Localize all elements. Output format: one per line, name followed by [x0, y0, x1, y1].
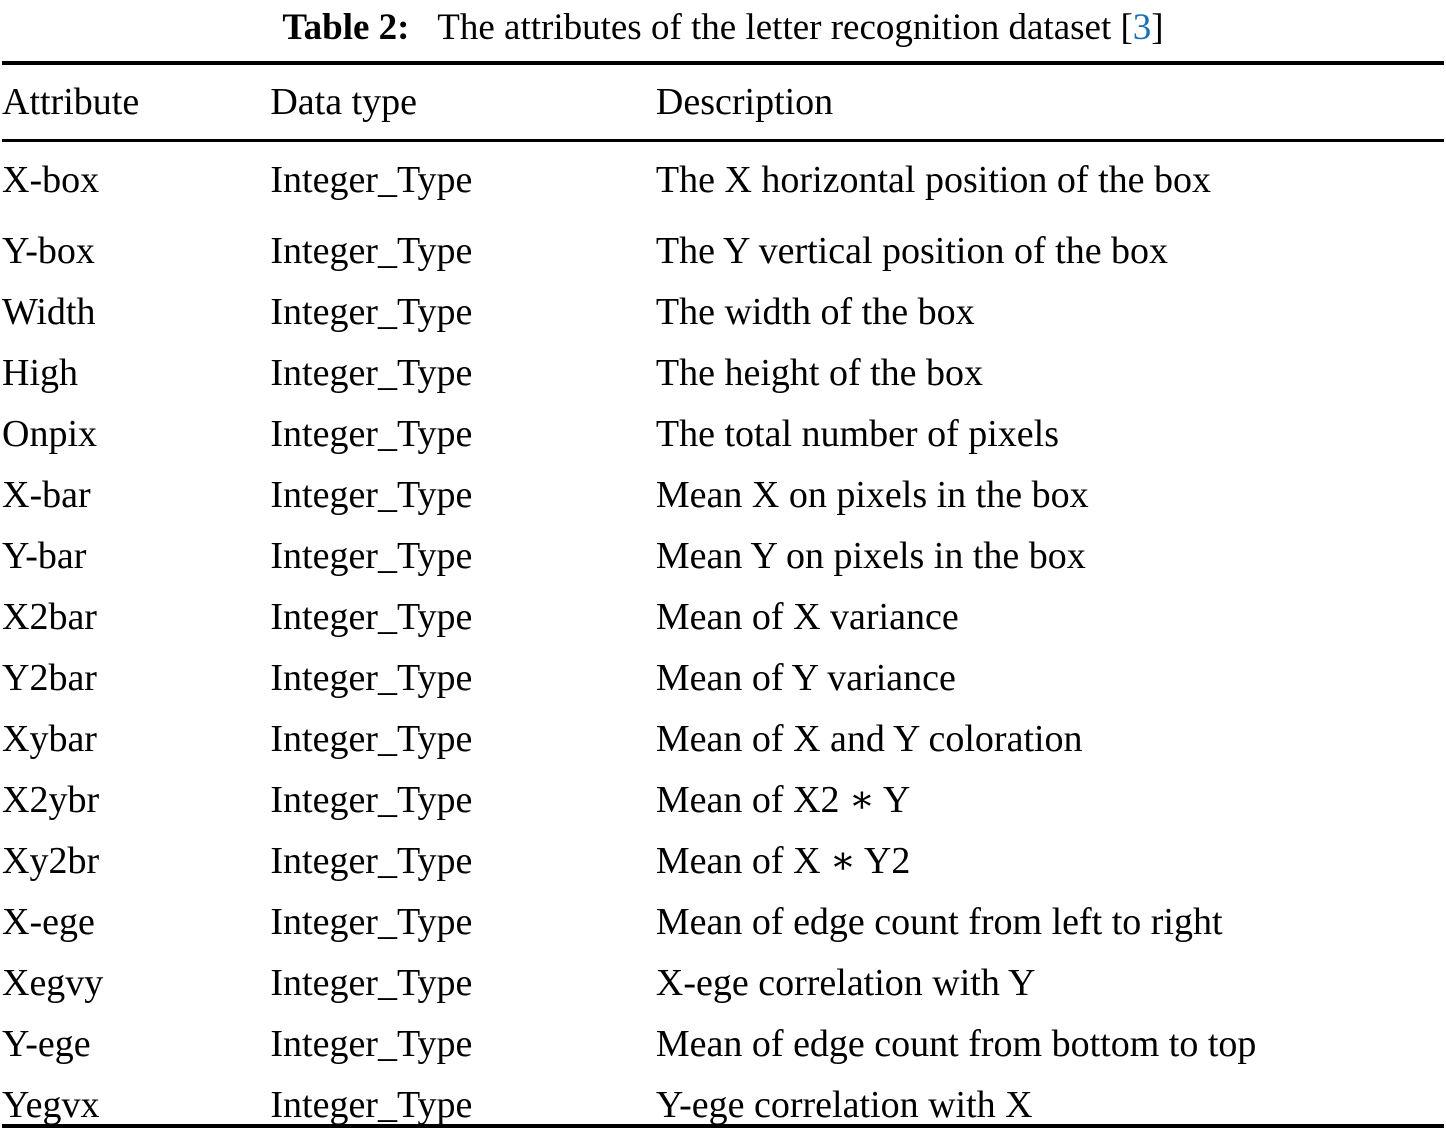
cell-data-type: Integer_Type: [270, 1023, 473, 1065]
table-row: Xybar Integer_Type Mean of X and Y colorat…: [0, 709, 1446, 770]
cell-data-type: Integer_Type: [270, 159, 473, 201]
cell-data-type: Integer_Type: [270, 291, 473, 333]
cell-attribute: Xegvy: [2, 962, 104, 1004]
citation-bracket-open: [: [1120, 7, 1133, 48]
cell-description: Mean Y on pixels in the box: [655, 535, 1086, 577]
cell-description: Y-ege correlation with X: [655, 1084, 1033, 1126]
table-row: X2bar Integer_Type Mean of X variance: [0, 587, 1446, 648]
cell-description: Mean of X and Y coloration: [655, 718, 1083, 760]
cell-attribute: X-bar: [2, 474, 91, 516]
cell-attribute: X2ybr: [2, 779, 100, 821]
citation-link-3[interactable]: 3: [1132, 7, 1152, 48]
cell-description: Mean of edge count from bottom to top: [655, 1023, 1257, 1065]
table-row: Width Integer_Type The width of the box: [0, 282, 1446, 343]
table-header: Attribute Data type Description: [0, 64, 1446, 140]
cell-description: Mean of edge count from left to right: [655, 901, 1223, 943]
table-row: Xy2br Integer_Type Mean of X ∗ Y2: [0, 831, 1446, 892]
table-header-row: Attribute Data type Description: [0, 64, 1446, 140]
column-header-description: Description: [655, 81, 834, 123]
cell-data-type: Integer_Type: [270, 840, 473, 882]
table-row: High Integer_Type The height of the box: [0, 343, 1446, 404]
table-rule-top: [2, 61, 1444, 65]
cell-data-type: Integer_Type: [270, 535, 473, 577]
table-rule-mid: [2, 139, 1444, 142]
cell-attribute: X2bar: [2, 596, 97, 638]
citation-bracket-close: ]: [1151, 7, 1164, 48]
table-rule-bottom: [2, 1124, 1444, 1128]
cell-data-type: Integer_Type: [270, 779, 473, 821]
table-row: Y-bar Integer_Type Mean Y on pixels in the…: [0, 526, 1446, 587]
cell-data-type: Integer_Type: [270, 718, 473, 760]
cell-attribute: Onpix: [2, 413, 97, 455]
cell-description: X-ege correlation with Y: [655, 962, 1036, 1004]
cell-data-type: Integer_Type: [270, 413, 473, 455]
table-row: Xegvy Integer_Type X-ege correlation with …: [0, 953, 1446, 1014]
cell-description: Mean of X variance: [655, 596, 959, 638]
column-header-attribute: Attribute: [2, 81, 140, 123]
cell-description: Mean X on pixels in the box: [655, 474, 1089, 516]
cell-attribute: Y-box: [2, 230, 95, 272]
table-caption: Table 2: The attributes of the letter re…: [0, 2, 1446, 54]
table-caption-label: Table 2:: [282, 7, 410, 48]
cell-attribute: Y2bar: [2, 657, 97, 699]
cell-description: The width of the box: [655, 291, 975, 333]
cell-data-type: Integer_Type: [270, 1084, 473, 1126]
cell-attribute: Xybar: [2, 718, 97, 760]
table-caption-text: The attributes of the letter recognition…: [437, 7, 1112, 48]
cell-attribute: X-box: [2, 159, 100, 201]
cell-attribute: Yegvx: [2, 1084, 100, 1126]
table-row: Y2bar Integer_Type Mean of Y variance: [0, 648, 1446, 709]
cell-data-type: Integer_Type: [270, 474, 473, 516]
table-row: X-bar Integer_Type Mean X on pixels in the…: [0, 465, 1446, 526]
cell-attribute: Width: [2, 291, 96, 333]
table-row: X-ege Integer_Type Mean of edge count from…: [0, 892, 1446, 953]
cell-data-type: Integer_Type: [270, 352, 473, 394]
table-row: X-box Integer_Type The X horizontal positi…: [0, 140, 1446, 221]
cell-data-type: Integer_Type: [270, 596, 473, 638]
cell-attribute: High: [2, 352, 78, 394]
column-header-data-type: Data type: [270, 81, 418, 123]
cell-description: The total number of pixels: [655, 413, 1060, 455]
cell-data-type: Integer_Type: [270, 657, 473, 699]
cell-description: Mean of Y variance: [655, 657, 956, 699]
cell-description: The height of the box: [655, 352, 984, 394]
cell-attribute: Y-bar: [2, 535, 87, 577]
table-row: Y-box Integer_Type The Y vertical position…: [0, 221, 1446, 282]
cell-description: Mean of X ∗ Y2: [655, 840, 911, 882]
cell-attribute: X-ege: [2, 901, 95, 943]
cell-description: The X horizontal position of the box: [655, 159, 1212, 201]
cell-attribute: Xy2br: [2, 840, 100, 882]
table-row: Yegvx Integer_Type Y-ege correlation with …: [0, 1075, 1446, 1136]
cell-data-type: Integer_Type: [270, 962, 473, 1004]
table-row: Y-ege Integer_Type Mean of edge count from…: [0, 1014, 1446, 1075]
cell-data-type: Integer_Type: [270, 230, 473, 272]
table-row: X2ybr Integer_Type Mean of X2 ∗ Y: [0, 770, 1446, 831]
cell-data-type: Integer_Type: [270, 901, 473, 943]
cell-attribute: Y-ege: [2, 1023, 91, 1065]
cell-description: The Y vertical position of the box: [655, 230, 1169, 272]
cell-description: Mean of X2 ∗ Y: [655, 779, 911, 821]
table-row: Onpix Integer_Type The total number of pix…: [0, 404, 1446, 465]
